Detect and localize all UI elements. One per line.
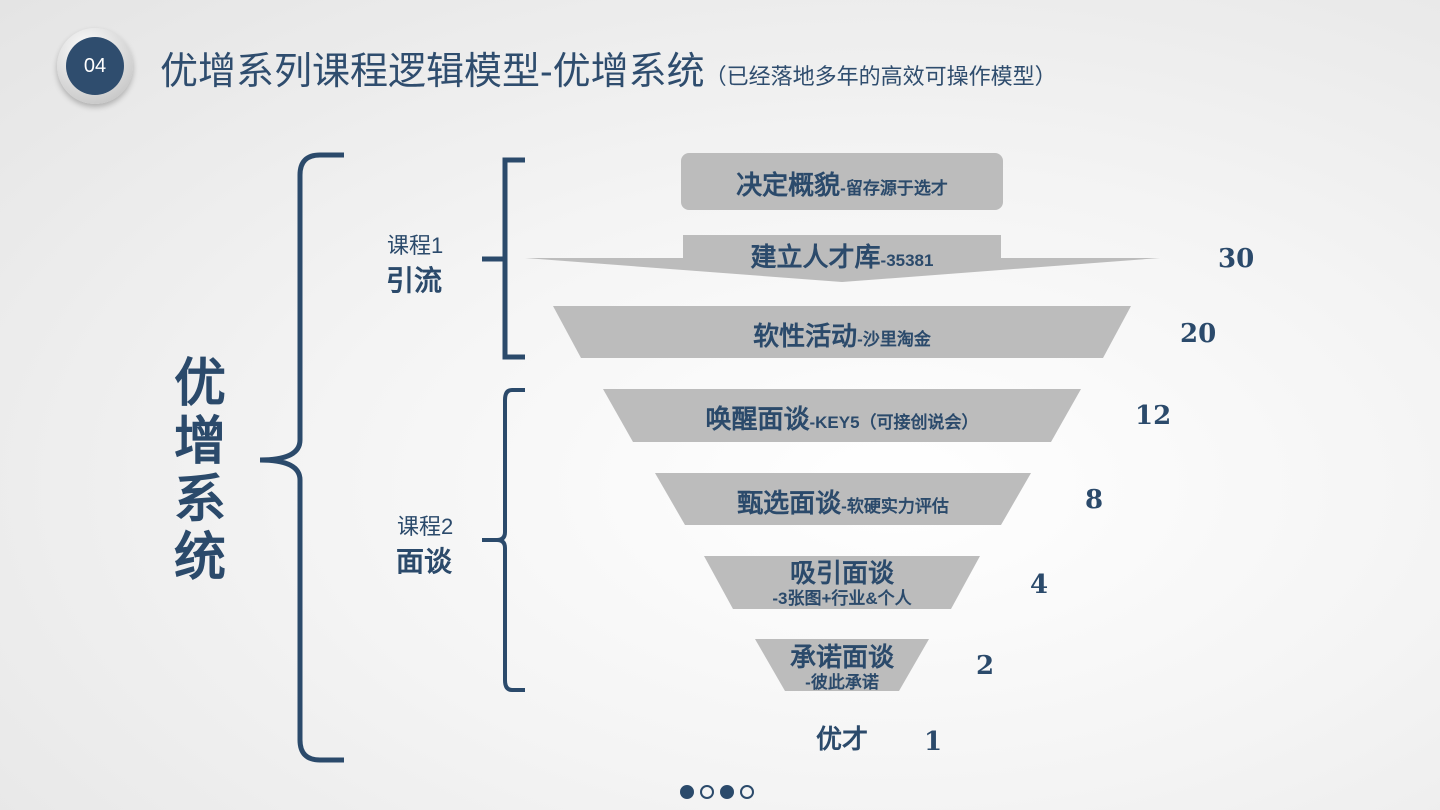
stage-6-number: 4 bbox=[1030, 570, 1049, 600]
course2-bracket bbox=[482, 388, 525, 692]
stage-8-number: 1 bbox=[924, 727, 943, 757]
slide-number: 04 bbox=[66, 37, 124, 95]
course1-label: 课程1 bbox=[387, 233, 444, 258]
title-text: 优增系列课程逻辑模型-优增系统 bbox=[160, 51, 705, 93]
system-label: 优增系统 bbox=[173, 355, 226, 587]
stage-5-label: 甄选面谈-软硬实力评估 bbox=[737, 488, 949, 518]
stage-6-label: 吸引面谈 -3张图+行业&个人 bbox=[772, 558, 912, 608]
stage-6-shape bbox=[704, 556, 980, 609]
stage-4-number: 12 bbox=[1135, 401, 1172, 431]
course2-name: 面谈 bbox=[396, 546, 453, 577]
stage-2-number: 30 bbox=[1218, 244, 1255, 274]
stage-2-shape bbox=[525, 235, 1160, 282]
system-brace bbox=[259, 152, 344, 763]
stage-3-shape bbox=[553, 306, 1131, 358]
pager-dot-1[interactable] bbox=[680, 785, 694, 799]
stage-2-label: 建立人才库-35381 bbox=[750, 242, 934, 272]
pager-dot-3[interactable] bbox=[720, 785, 734, 799]
course1-name: 引流 bbox=[386, 265, 443, 296]
stage-4-shape bbox=[603, 389, 1081, 442]
stage-8-label: 优才 bbox=[815, 724, 868, 754]
slide-pager bbox=[680, 785, 754, 799]
slide-number-badge: 04 bbox=[57, 28, 133, 104]
stage-3-number: 20 bbox=[1180, 319, 1217, 349]
stage-7-number: 2 bbox=[976, 651, 995, 681]
stage-7-shape bbox=[755, 639, 929, 691]
stage-1-label: 决定概貌-留存源于选才 bbox=[736, 170, 948, 200]
pager-dot-2[interactable] bbox=[700, 785, 714, 799]
course2-label: 课程2 bbox=[397, 514, 454, 539]
title-subtitle: （已经落地多年的高效可操作模型） bbox=[704, 64, 1057, 89]
stage-5-number: 8 bbox=[1085, 485, 1104, 515]
stage-5-shape bbox=[655, 473, 1031, 525]
stage-7-label: 承诺面谈 -彼此承诺 bbox=[789, 642, 894, 692]
stage-1-shape bbox=[681, 153, 1003, 210]
stage-4-label: 唤醒面谈-KEY5（可接创说会） bbox=[705, 404, 979, 434]
pager-dot-4[interactable] bbox=[740, 785, 754, 799]
course1-bracket bbox=[482, 157, 525, 360]
page-title: 优增系列课程逻辑模型-优增系统（已经落地多年的高效可操作模型） bbox=[160, 46, 1057, 103]
stage-3-label: 软性活动-沙里淘金 bbox=[753, 321, 931, 351]
